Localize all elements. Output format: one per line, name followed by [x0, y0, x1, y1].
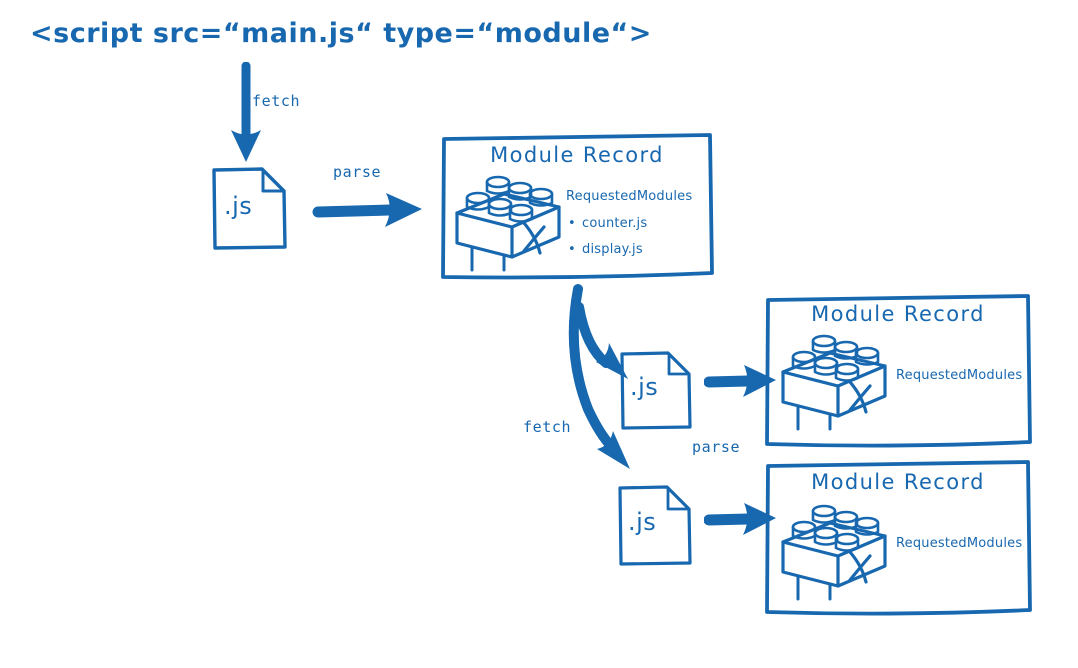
lego-brick-icon: [778, 500, 890, 602]
requested-modules-list-main: counter.js display.js: [568, 211, 647, 263]
requested-modules-title-main: RequestedModules: [566, 189, 693, 204]
module-record-counter-title: Module Record: [811, 302, 985, 326]
requested-modules-title-counter: RequestedModules: [896, 368, 1023, 383]
lego-brick-icon: [778, 330, 890, 432]
parse-arrow-counter: [704, 362, 780, 402]
parse-label-top: parse: [333, 163, 382, 181]
list-item: display.js: [568, 237, 647, 263]
parse-arrow-display: [704, 500, 780, 540]
module-record-counter: Module Record: [762, 292, 1034, 450]
module-record-main-title: Module Record: [490, 143, 664, 167]
fetch-label-branch: fetch: [523, 418, 572, 436]
module-record-display: Module Record: [762, 458, 1034, 618]
parse-label-branch: parse: [692, 438, 741, 456]
module-record-main: Module Record: [438, 131, 716, 283]
script-tag-code: <script src=“main.js“ type=“module“>: [30, 18, 652, 49]
fetch-label-top: fetch: [252, 92, 301, 110]
parse-arrow-top: [312, 188, 428, 230]
display-js-file-icon: .js: [614, 483, 698, 569]
fetch-arrow-branch: [548, 283, 658, 483]
counter-js-file-icon: .js: [616, 349, 698, 433]
requested-modules-title-display: RequestedModules: [896, 536, 1023, 551]
module-record-display-title: Module Record: [811, 470, 985, 494]
fetch-arrow-top: [225, 62, 285, 167]
display-js-file-label: .js: [628, 508, 657, 536]
main-js-file-label: .js: [224, 192, 253, 220]
counter-js-file-label: .js: [630, 373, 659, 401]
main-js-file-icon: .js: [208, 165, 293, 253]
list-item: counter.js: [568, 211, 647, 237]
lego-brick-icon: [452, 171, 564, 273]
